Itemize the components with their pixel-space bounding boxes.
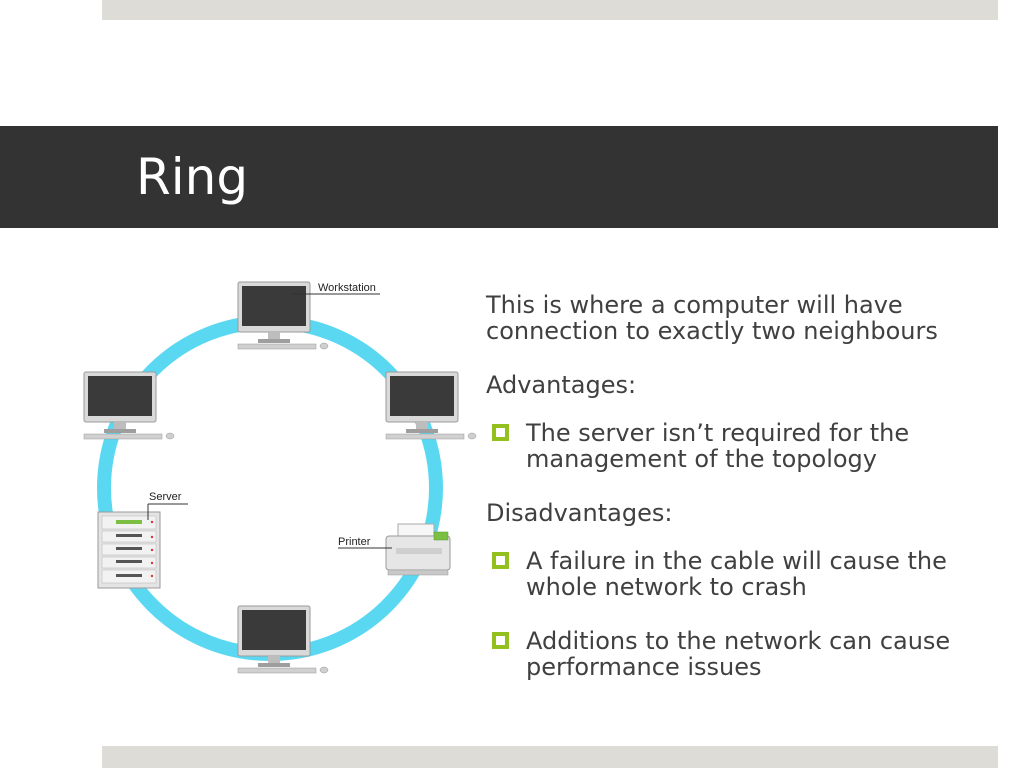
bullet-square-icon xyxy=(492,552,509,569)
disadvantage-text: Additions to the network can cause perfo… xyxy=(526,627,951,681)
bullet-square-icon xyxy=(492,632,509,649)
title-band xyxy=(0,126,998,228)
disadvantage-text: A failure in the cable will cause the wh… xyxy=(526,547,947,601)
bullet-square-icon xyxy=(492,424,509,441)
advantage-item: The server isn’t required for the manage… xyxy=(486,420,956,472)
printer xyxy=(385,523,451,576)
bottom-decor-bar xyxy=(102,746,998,768)
server-label: Server xyxy=(149,491,182,503)
slide-body: This is where a computer will have conne… xyxy=(486,292,956,680)
disadvantages-heading: Disadvantages: xyxy=(486,499,673,527)
server xyxy=(97,511,161,589)
workstation-bottom xyxy=(237,605,329,674)
disadvantage-item: A failure in the cable will cause the wh… xyxy=(486,548,956,600)
workstation-right xyxy=(385,371,477,440)
intro-text: This is where a computer will have conne… xyxy=(486,291,938,345)
disadvantage-item: Additions to the network can cause perfo… xyxy=(486,628,956,680)
workstation-label: Workstation xyxy=(318,282,376,294)
slide-title: Ring xyxy=(136,148,249,206)
workstation-top xyxy=(237,281,329,350)
advantages-heading: Advantages: xyxy=(486,371,637,399)
ring-topology-diagram: Workstation xyxy=(83,281,477,674)
printer-label: Printer xyxy=(338,536,371,548)
top-decor-bar xyxy=(102,0,998,20)
advantage-text: The server isn’t required for the manage… xyxy=(526,419,910,473)
workstation-left xyxy=(83,371,175,440)
